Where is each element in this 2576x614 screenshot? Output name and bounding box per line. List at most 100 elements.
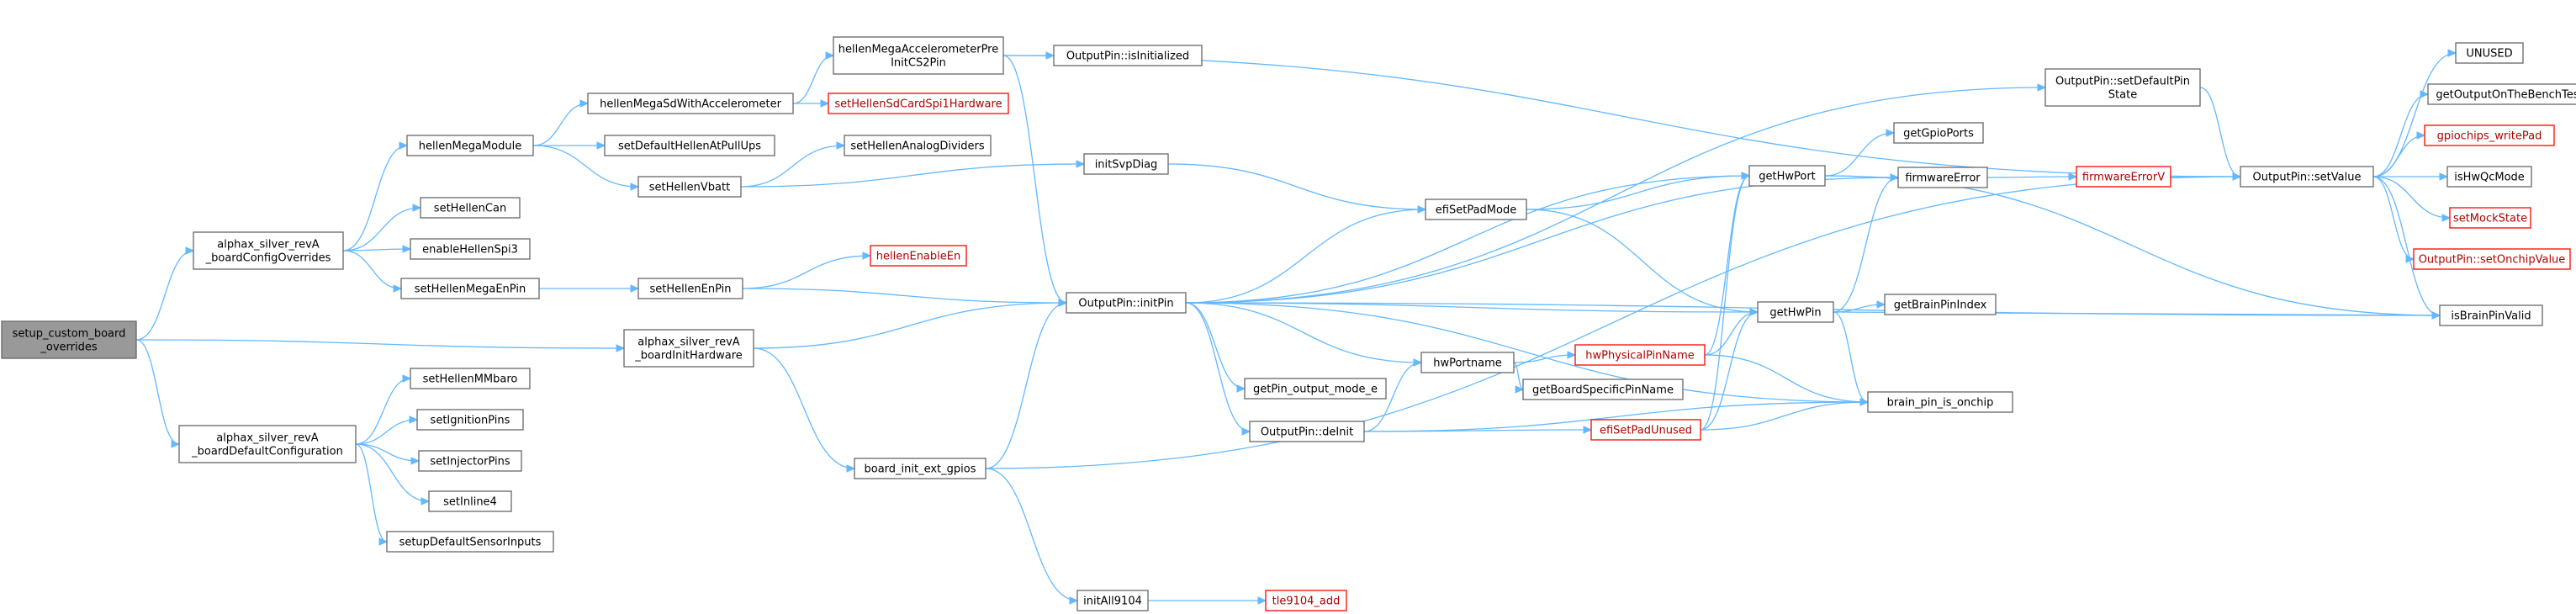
node-enable-hellen-spi3[interactable]: enableHellenSpi3 — [410, 238, 531, 260]
node-output-pin-is-initialized[interactable]: OutputPin::isInitialized — [1053, 45, 1203, 66]
edge-board-init-ext-gpios-to-init-all9104 — [985, 468, 1078, 601]
arrowhead — [421, 497, 431, 505]
node-hw-portname[interactable]: hwPortname — [1420, 352, 1515, 373]
node-setup-default-sensor-inputs[interactable]: setupDefaultSensorInputs — [386, 531, 554, 553]
node-output-pin-set-value[interactable]: OutputPin::setValue — [2240, 166, 2374, 188]
node-box — [828, 93, 1009, 114]
edge-hellen-mega-module-to-set-hellen-vbatt — [532, 145, 639, 188]
node-hellen-mega-module[interactable]: hellenMegaModule — [406, 135, 534, 156]
node-set-hellen-analog-dividers[interactable]: setHellenAnalogDividers — [844, 135, 992, 156]
node-set-hellen-en-pin[interactable]: setHellenEnPin — [637, 278, 743, 299]
node-get-hw-port[interactable]: getHwPort — [1748, 165, 1826, 187]
node-output-pin-init-pin[interactable]: OutputPin::initPin — [1066, 292, 1187, 314]
node-brain-pin-is-onchip[interactable]: brain_pin_is_onchip — [1867, 391, 2013, 413]
edge-set-hellen-vbatt-to-init-svp-diag — [740, 163, 1085, 188]
node-box — [406, 135, 534, 156]
node-label: isBrainPinValid — [2451, 310, 2531, 323]
node-firmware-error-v[interactable]: firmwareErrorV — [2076, 166, 2171, 188]
edge-layer — [135, 49, 2457, 605]
node-is-brain-pin-valid[interactable]: isBrainPinValid — [2439, 304, 2543, 326]
node-label: OutputPin::deInit — [1261, 426, 1353, 439]
edge-output-pin-de-init-to-brain-pin-is-onchip — [1363, 401, 1869, 432]
node-label: getHwPin — [1769, 307, 1821, 320]
node-set-hellen-sd-card-spi1-hardware[interactable]: setHellenSdCardSpi1Hardware — [828, 93, 1009, 114]
node-efi-set-pad-mode[interactable]: efiSetPadMode — [1425, 198, 1527, 220]
node-set-hellen-can[interactable]: setHellenCan — [420, 197, 521, 219]
node-get-gpio-ports[interactable]: getGpioPorts — [1893, 122, 1984, 144]
node-default-config[interactable]: alphax_silver_revA_boardDefaultConfigura… — [178, 425, 357, 463]
node-label: initSvpDiag — [1095, 159, 1158, 172]
node-get-hw-pin[interactable]: getHwPin — [1757, 301, 1834, 323]
node-set-default-hellen-at-pull-ups[interactable]: setDefaultHellenAtPullUps — [604, 135, 775, 156]
edge-default-config-to-set-ignition-pins — [355, 419, 418, 445]
node-output-pin-de-init[interactable]: OutputPin::deInit — [1249, 421, 1365, 442]
node-tle9104-add[interactable]: tle9104_add — [1265, 590, 1347, 611]
arrowhead — [1859, 398, 1870, 406]
node-is-hw-qc-mode[interactable]: isHwQcMode — [2446, 166, 2532, 188]
node-set-mock-state[interactable]: setMockState — [2449, 207, 2531, 229]
node-hellen-mega-sd-with-accelerometer[interactable]: hellenMegaSdWithAccelerometer — [587, 93, 794, 114]
node-hellen-enable-en[interactable]: hellenEnableEn — [870, 245, 967, 267]
node-hw-physical-pin-name[interactable]: hwPhysicalPinName — [1574, 344, 1706, 366]
node-box — [2439, 304, 2543, 326]
edge-efi-set-pad-mode-to-get-hw-pin — [1526, 209, 1759, 313]
node-gpiochips-write-pad[interactable]: gpiochips_writePad — [2424, 124, 2555, 146]
node-box — [1265, 590, 1347, 611]
node-label: board_init_ext_gpios — [864, 463, 976, 476]
node-unused[interactable]: UNUSED — [2455, 42, 2524, 64]
node-box — [2240, 166, 2374, 188]
node-label: setDefaultHellenAtPullUps — [618, 140, 761, 153]
edge-efi-set-pad-unused-to-brain-pin-is-onchip — [1700, 401, 1869, 431]
node-init-svp-diag[interactable]: initSvpDiag — [1083, 153, 1169, 175]
node-label: setMockState — [2453, 213, 2527, 225]
arrowhead — [2420, 90, 2430, 98]
node-get-output-on-the-bench-test[interactable]: getOutputOnTheBenchTest — [2427, 83, 2576, 105]
node-init-all9104[interactable]: initAll9104 — [1076, 590, 1149, 611]
node-init-hardware[interactable]: alphax_silver_revA_boardInitHardware — [623, 329, 754, 368]
node-firmware-error[interactable]: firmwareError — [1897, 167, 1988, 188]
node-box — [428, 490, 512, 512]
node-box — [2424, 124, 2555, 146]
node-get-board-specific-pin-name[interactable]: getBoardSpecificPinName — [1522, 378, 1684, 400]
arrowhead — [402, 245, 412, 253]
node-set-hellen-mega-en-pin[interactable]: setHellenMegaEnPin — [400, 278, 540, 299]
node-root[interactable]: setup_custom_board_overrides — [1, 320, 137, 359]
edge-hellen-mega-accelerometer-pre-init-cs2-pin-to-output-pin-init-pin — [1002, 55, 1067, 304]
node-box — [604, 135, 775, 156]
arrowhead — [185, 246, 195, 255]
arrowhead — [2232, 172, 2242, 181]
node-label: OutputPin::isInitialized — [1066, 50, 1189, 63]
node-get-pin-output-mode-e[interactable]: getPin_output_mode_e — [1244, 378, 1387, 400]
node-efi-set-pad-unused[interactable]: efiSetPadUnused — [1590, 419, 1701, 441]
edge-config-overrides-to-hellen-mega-module — [342, 145, 408, 251]
arrowhead — [412, 204, 422, 212]
edge-get-hw-pin-to-brain-pin-is-onchip — [1833, 311, 1869, 403]
node-box — [2413, 248, 2571, 270]
node-board-init-ext-gpios[interactable]: board_init_ext_gpios — [854, 458, 986, 479]
node-set-hellen-vbatt[interactable]: setHellenVbatt — [637, 176, 742, 198]
node-label: alphax_silver_revA — [217, 239, 320, 251]
edge-efi-set-pad-mode-to-get-hw-port — [1526, 175, 1750, 210]
node-set-ignition-pins[interactable]: setIgnitionPins — [416, 409, 524, 431]
arrowhead — [2439, 172, 2449, 181]
node-set-injector-pins[interactable]: setInjectorPins — [418, 450, 522, 472]
node-label: setHellenSdCardSpi1Hardware — [834, 98, 1002, 111]
node-get-brain-pin-index[interactable]: getBrainPinIndex — [1884, 294, 1997, 315]
node-set-inline4[interactable]: setInline4 — [428, 490, 512, 512]
edge-output-pin-set-value-to-is-brain-pin-valid — [2372, 176, 2441, 316]
node-label: getGpioPorts — [1903, 128, 1974, 140]
node-label: State — [2108, 89, 2137, 102]
node-config-overrides[interactable]: alphax_silver_revA_boardConfigOverrides — [193, 231, 344, 270]
node-label: UNUSED — [2466, 48, 2512, 61]
edge-hw-portname-to-hw-physical-pin-name — [1513, 354, 1576, 363]
edge-root-to-init-hardware — [135, 339, 625, 349]
arrowhead — [1069, 596, 1079, 605]
node-output-pin-set-onchip-value[interactable]: OutputPin::setOnchipValue — [2413, 248, 2571, 270]
node-label: hellenMegaSdWithAccelerometer — [600, 98, 781, 111]
node-box — [410, 238, 531, 260]
node-set-hellen-mmbaro[interactable]: setHellenMMbaro — [410, 368, 531, 389]
edge-init-hardware-to-output-pin-init-pin — [753, 302, 1067, 349]
edge-output-pin-init-pin-to-get-pin-output-mode-e — [1185, 302, 1246, 389]
